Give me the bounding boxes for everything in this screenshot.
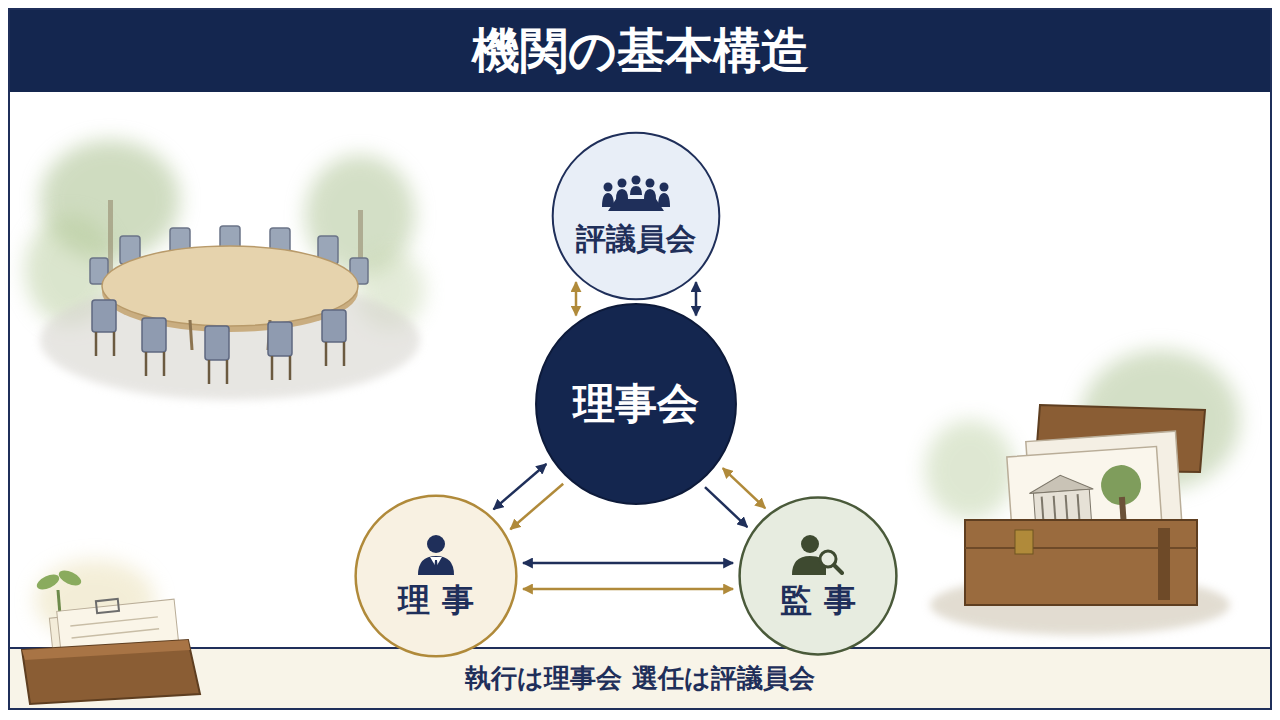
frame-part <box>9 9 1271 709</box>
connector-arrow <box>695 282 698 315</box>
round-table-illustration-part <box>92 300 346 360</box>
connector-arrow <box>510 484 563 530</box>
connector-arrow <box>575 282 578 315</box>
round-table-illustration-part <box>145 352 148 376</box>
wooden-box-illustration-part <box>925 420 1015 520</box>
paper-tray-illustration-part <box>22 640 190 660</box>
frame-part <box>10 648 1270 708</box>
connector-arrow <box>494 464 547 509</box>
round-table-illustration-part <box>113 332 116 356</box>
paper-tray-illustration-part <box>35 571 62 592</box>
paper-tray-illustration-part <box>22 640 200 704</box>
node-label: 監事 <box>769 581 867 619</box>
round-table-illustration-part <box>95 332 98 356</box>
round-table-illustration <box>25 140 425 400</box>
node-label: 理事会 <box>573 379 699 429</box>
circle-shape <box>536 304 736 504</box>
person-icon <box>416 533 456 575</box>
council-icon <box>600 175 672 215</box>
round-table-illustration-part <box>102 246 358 326</box>
round-table-illustration-part <box>271 356 274 380</box>
council-circle: 評議員会 <box>551 131 721 301</box>
title-band: 機関の基本構造 <box>10 10 1270 92</box>
round-table-illustration-part <box>92 300 116 332</box>
round-table-illustration-part <box>190 320 270 350</box>
paper-tray-illustration-part <box>70 617 158 626</box>
circle-shape <box>356 496 517 657</box>
auditor-circle: 監事 <box>738 496 898 656</box>
frame-part <box>10 647 1270 649</box>
node-label: 評議員会 <box>576 221 696 257</box>
round-table-illustration-part <box>208 360 211 384</box>
paper-tray-illustration-part <box>72 629 160 638</box>
round-table-illustration-part <box>325 342 328 366</box>
round-table-illustration-part <box>190 320 192 350</box>
node-label: 理事 <box>387 581 485 619</box>
circle-outline <box>354 494 518 658</box>
circle-outline <box>551 131 721 301</box>
connector-arrow <box>723 468 765 508</box>
circle-outline <box>738 496 898 656</box>
wooden-box-illustration <box>925 350 1240 635</box>
frame-part <box>10 10 1270 92</box>
circle-shape <box>553 133 720 300</box>
paper-tray-illustration <box>22 560 200 704</box>
connector-arrow <box>705 487 747 527</box>
connector-arrow <box>523 588 733 591</box>
round-table-illustration-part <box>163 352 166 376</box>
auditor-icon <box>792 533 844 575</box>
round-table-illustration-part <box>268 322 292 356</box>
round-table-illustration-part <box>289 356 292 380</box>
round-table-illustration-part <box>205 326 229 360</box>
director-circle: 理事 <box>354 494 518 658</box>
round-table-illustration-part <box>96 332 344 384</box>
board-circle: 理事会 <box>534 302 738 506</box>
wooden-box-illustration-part <box>1158 528 1170 600</box>
frame <box>9 9 1271 709</box>
round-table-illustration-part <box>343 342 346 366</box>
wooden-box-illustration-part <box>1015 530 1033 554</box>
round-table-illustration-part <box>226 360 229 384</box>
caption-band: 執行は理事会 選任は評議員会 <box>210 648 1070 708</box>
round-table-illustration-part <box>322 310 346 342</box>
title: 機関の基本構造 <box>472 19 809 83</box>
paper-tray-illustration-part <box>57 567 84 588</box>
connector-arrow <box>523 562 733 565</box>
wooden-box-illustration-part <box>965 520 1197 605</box>
round-table-illustration-part <box>142 318 166 352</box>
paper-tray-illustration-part <box>96 599 119 613</box>
caption: 執行は理事会 選任は評議員会 <box>465 661 814 696</box>
circle-shape <box>740 498 897 655</box>
